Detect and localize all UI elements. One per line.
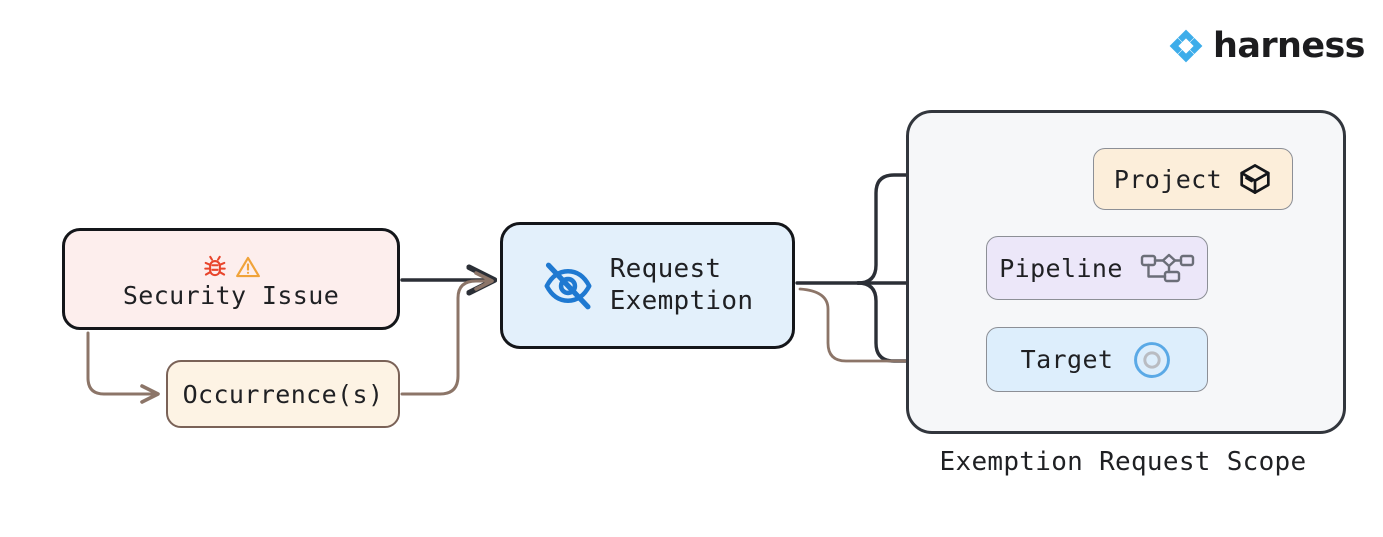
request-exemption-label: Request Exemption — [609, 253, 754, 316]
node-target[interactable]: Target — [986, 327, 1208, 392]
pipeline-label: Pipeline — [999, 253, 1123, 283]
edge-occurrences-to-target — [798, 287, 968, 371]
node-occurrences[interactable]: Occurrence(s) — [166, 360, 400, 428]
node-security-issue[interactable]: Security Issue — [62, 228, 400, 330]
edge-occurrences-to-request-exemption — [400, 271, 494, 396]
edge-security-issue-to-occurrences — [86, 331, 160, 404]
eye-off-icon — [544, 262, 592, 309]
cube-icon — [1238, 162, 1272, 196]
harness-diamond-icon — [1169, 29, 1203, 63]
project-label: Project — [1113, 164, 1223, 194]
occurrences-label: Occurrence(s) — [182, 379, 384, 409]
pipeline-nodes-icon — [1139, 250, 1195, 286]
security-issue-label: Security Issue — [122, 280, 340, 310]
node-project[interactable]: Project — [1093, 148, 1293, 210]
edge-request-exemption-to-project — [856, 175, 1082, 285]
exemption-request-scope-label: Exemption Request Scope — [939, 447, 1307, 477]
harness-wordmark: harness — [1213, 25, 1366, 66]
target-circle-icon — [1131, 339, 1173, 381]
node-pipeline[interactable]: Pipeline — [986, 236, 1208, 300]
node-request-exemption[interactable]: Request Exemption — [500, 222, 795, 349]
harness-logo: harness — [1168, 25, 1366, 66]
target-label: Target — [1020, 345, 1114, 374]
bug-icon — [203, 255, 226, 276]
security-issue-icon-row — [202, 253, 261, 281]
warning-triangle-icon — [235, 256, 260, 277]
